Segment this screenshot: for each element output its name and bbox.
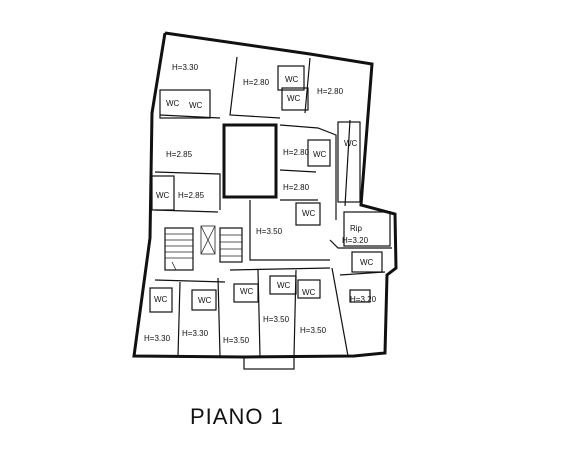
room-label: Rip bbox=[350, 224, 363, 233]
room-label: WC bbox=[277, 281, 291, 290]
room-label: WC bbox=[154, 295, 168, 304]
room-label: H=2.80 bbox=[283, 183, 310, 192]
floor-title: PIANO 1 bbox=[190, 404, 284, 429]
room-label: H=2.85 bbox=[166, 150, 193, 159]
room-label: WC bbox=[302, 209, 316, 218]
room-label: WC bbox=[198, 296, 212, 305]
room-label: H=3.50 bbox=[263, 315, 290, 324]
room-labels: H=3.30 H=2.80 WC WC H=2.80 WC WC WC H=2.… bbox=[144, 63, 377, 345]
room-label: H=3.50 bbox=[223, 336, 250, 345]
room-label: H=3.30 bbox=[144, 334, 171, 343]
room-label: H=2.80 bbox=[243, 78, 270, 87]
room-label: H=3.20 bbox=[350, 295, 377, 304]
interior-walls bbox=[149, 56, 392, 357]
room-label: H=3.20 bbox=[342, 236, 369, 245]
room-label: WC bbox=[360, 258, 374, 267]
room-label: WC bbox=[166, 99, 180, 108]
room-label: WC bbox=[302, 288, 316, 297]
building-outline bbox=[132, 31, 398, 370]
staircase bbox=[164, 225, 243, 271]
room-label: WC bbox=[287, 94, 301, 103]
room-label: WC bbox=[313, 150, 327, 159]
room-label: H=3.30 bbox=[172, 63, 199, 72]
room-label: WC bbox=[156, 191, 170, 200]
room-label: H=3.50 bbox=[256, 227, 283, 236]
room-label: WC bbox=[344, 139, 358, 148]
room-label: H=2.85 bbox=[178, 191, 205, 200]
room-label: H=2.80 bbox=[317, 87, 344, 96]
room-label: WC bbox=[285, 75, 299, 84]
room-label: WC bbox=[240, 287, 254, 296]
room-label: H=3.30 bbox=[182, 329, 209, 338]
room-label: H=2.80 bbox=[283, 148, 310, 157]
room-label: H=3.50 bbox=[300, 326, 327, 335]
room-label: WC bbox=[189, 101, 203, 110]
